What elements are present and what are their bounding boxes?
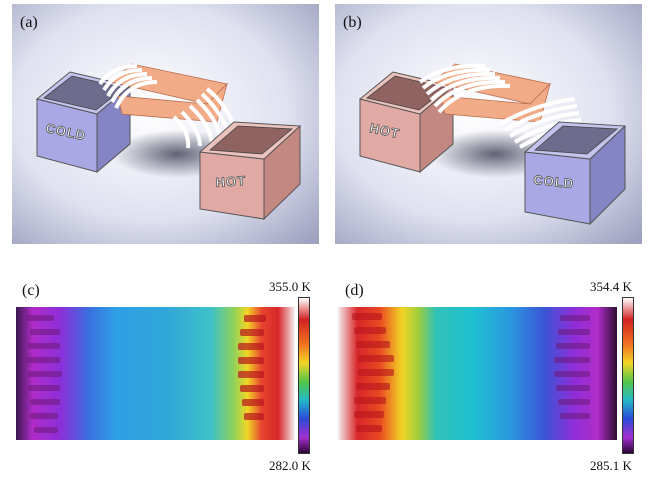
hot-box-label: HOT	[215, 173, 246, 190]
thermal-map-c	[16, 307, 295, 440]
fin-pattern-right	[238, 315, 266, 420]
fin-pattern-left	[26, 315, 62, 433]
panel-a-label: (a)	[20, 14, 38, 31]
thermal-map-d	[338, 307, 617, 440]
colorbar-d-max: 354.4 K	[590, 279, 632, 294]
fin-pattern-right	[554, 315, 590, 419]
cold-box-label: COLD	[533, 172, 575, 191]
cold-box: COLD	[523, 121, 627, 226]
panel-c-label: (c)	[22, 282, 40, 299]
colorbar-d-min: 285.1 K	[590, 458, 632, 473]
panel-d-label: (d)	[345, 282, 364, 299]
hot-box: HOT	[198, 121, 302, 221]
fin-pattern-left	[352, 313, 394, 432]
cold-box: COLD	[35, 71, 132, 174]
panel-b-label: (b)	[343, 14, 362, 31]
panel-c-thermal-image	[16, 307, 295, 440]
panel-d-thermal-image	[338, 307, 617, 440]
hot-box-label: HOT	[368, 120, 401, 141]
thermoelectric-strip	[418, 63, 583, 149]
colorbar-c-min: 282.0 K	[269, 458, 311, 473]
colorbar-c	[298, 297, 310, 454]
colorbar-c-max: 355.0 K	[269, 279, 311, 294]
colorbar-d	[622, 297, 634, 454]
panel-a-illustration: COLD HOT	[12, 4, 319, 244]
panel-b-illustration: HOT COLD	[335, 4, 642, 244]
panel-b-render: HOT COLD (b)	[335, 4, 642, 244]
panel-a-render: COLD HOT (a)	[12, 4, 319, 244]
